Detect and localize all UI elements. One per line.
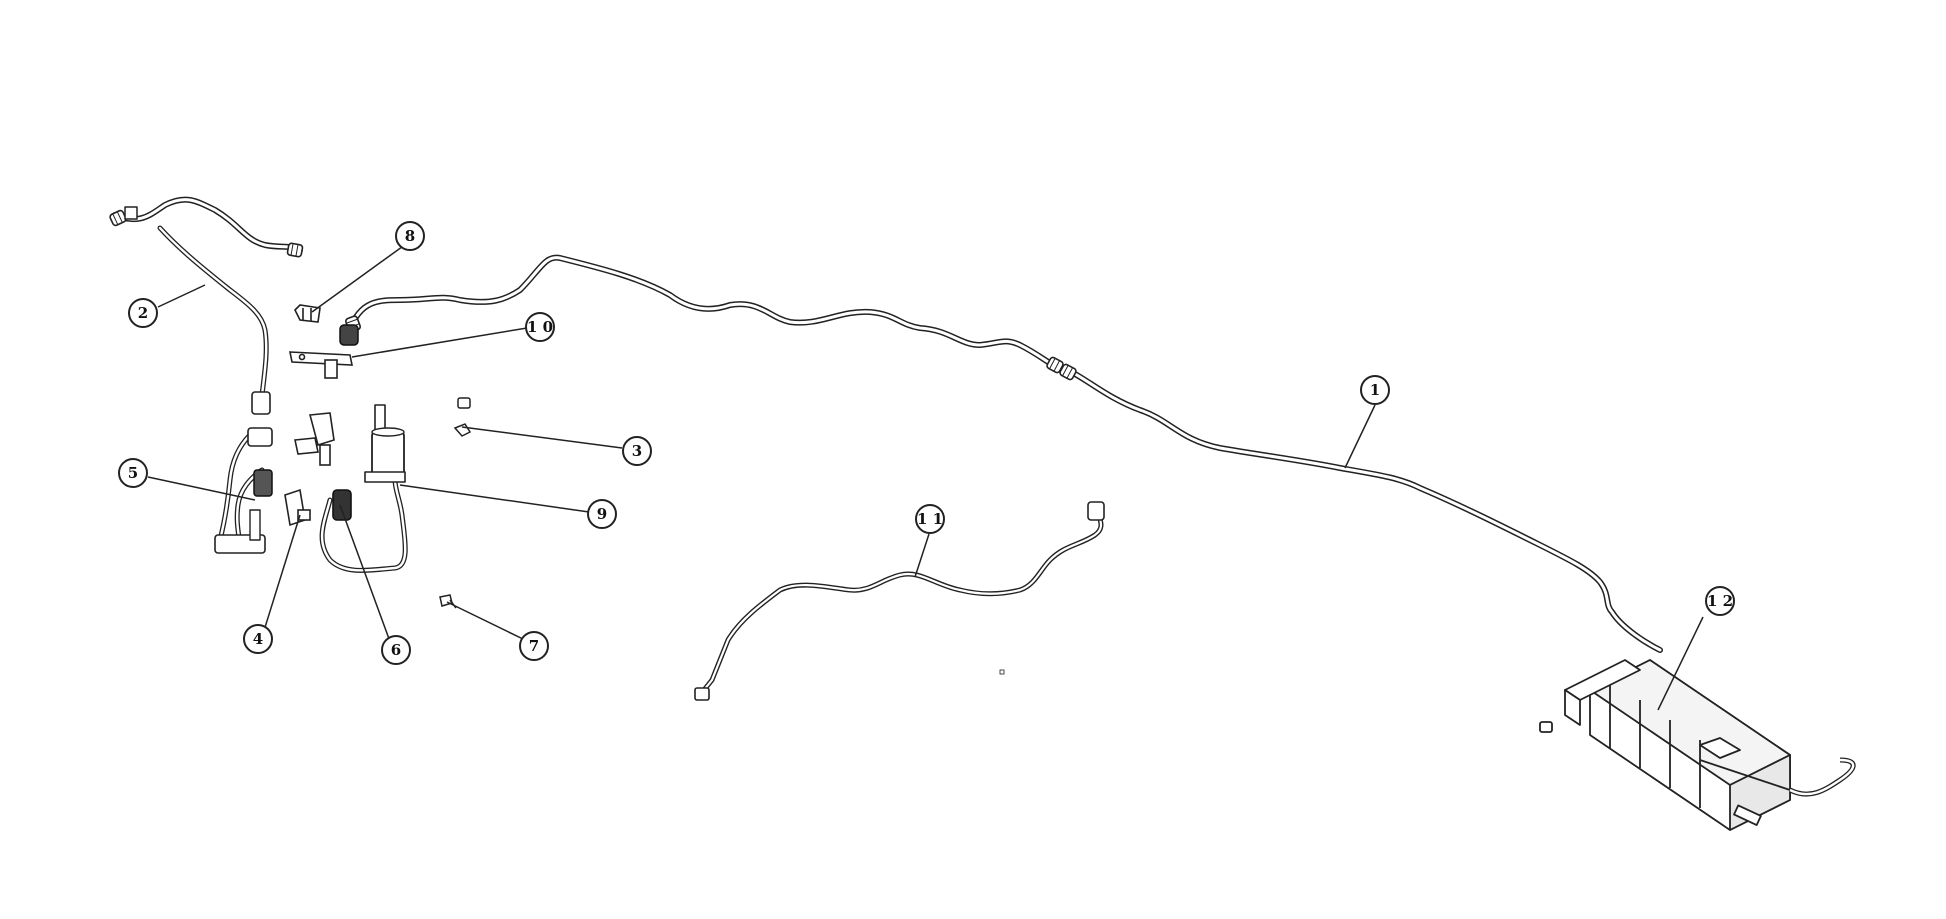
callout-label-11: 1 1: [917, 510, 943, 528]
callout-12: 1 2: [1705, 586, 1735, 616]
callout-label-3: 3: [632, 442, 642, 460]
valve-part-9: [319, 404, 408, 573]
bracket-part-6: [294, 412, 352, 521]
hose-assembly-part-2: [108, 196, 304, 415]
callout-2: 2: [128, 298, 158, 328]
callout-label-8: 8: [405, 227, 415, 245]
canister-part-12: [1539, 659, 1856, 831]
callout-8: 8: [395, 221, 425, 251]
callout-label-9: 9: [597, 505, 607, 523]
callout-label-7: 7: [529, 637, 539, 655]
callout-label-12: 1 2: [1707, 592, 1733, 610]
callout-9: 9: [587, 499, 617, 529]
callout-label-2: 2: [138, 304, 148, 322]
callout-5: 5: [118, 458, 148, 488]
pipe-line-part-11: [694, 501, 1105, 701]
callout-leaders: [147, 243, 1704, 711]
callout-4: 4: [243, 624, 273, 654]
callout-1: 1: [1360, 375, 1390, 405]
callout-6: 6: [381, 635, 411, 665]
callout-label-6: 6: [391, 641, 401, 659]
callout-label-1: 1: [1370, 381, 1380, 399]
callout-label-4: 4: [253, 630, 263, 648]
fitting-part-4: [284, 488, 311, 527]
vapor-line-part-1: [339, 254, 1663, 653]
callout-label-5: 5: [128, 464, 138, 482]
callout-11: 1 1: [915, 504, 945, 534]
clip-part-3: [453, 397, 472, 437]
clip-part-8: [294, 304, 321, 323]
callout-7: 7: [519, 631, 549, 661]
callouts: 1 2 3 4 5 6 7 8: [118, 221, 1735, 665]
hose-part-5: [214, 427, 273, 554]
bracket-part-10: [289, 351, 353, 379]
callout-label-10: 1 0: [527, 318, 553, 336]
callout-3: 3: [622, 436, 652, 466]
callout-10: 1 0: [525, 312, 555, 342]
